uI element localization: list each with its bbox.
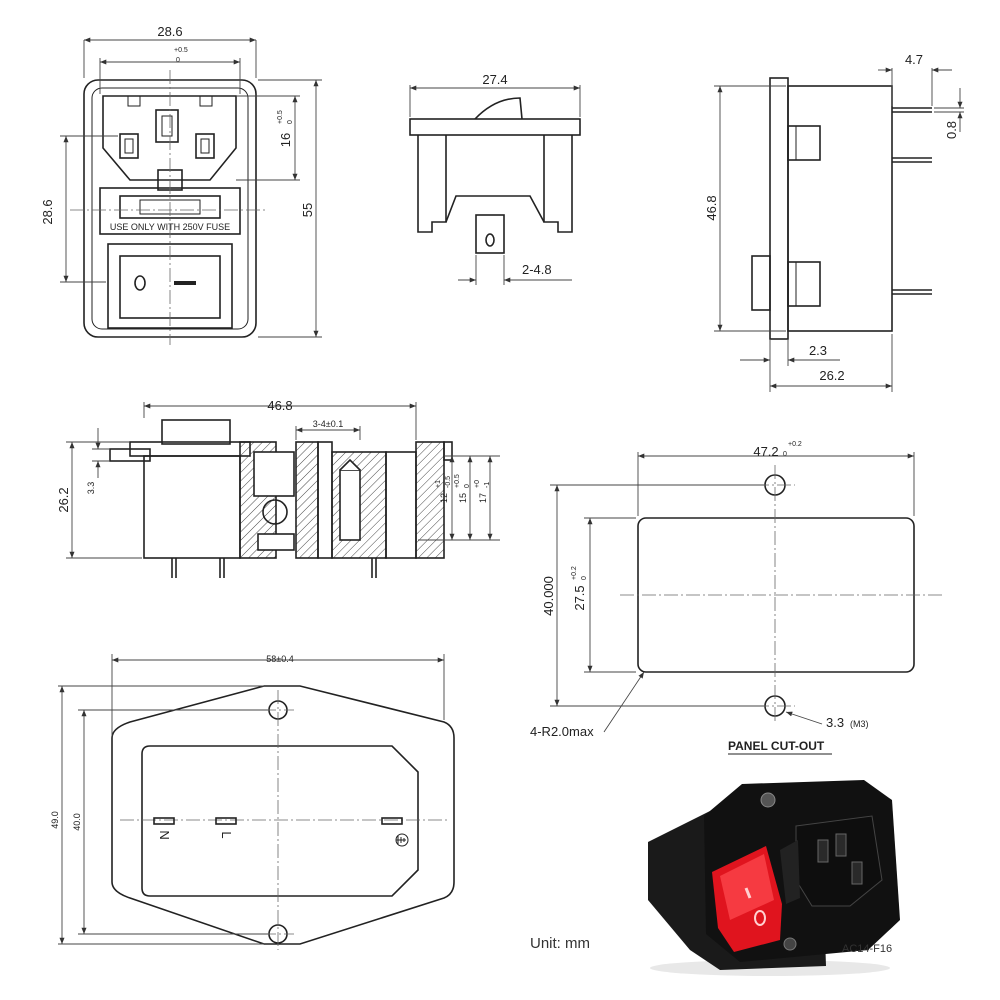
- right-view: 4.7 0.8 46.8 2.3 26.2: [704, 52, 964, 392]
- dim-flange-width: 58±0.4: [266, 654, 293, 664]
- photo-screw-top: [760, 792, 776, 808]
- label-neutral: N: [157, 830, 172, 839]
- side-body: [787, 85, 893, 332]
- dim-side-height: 46.8: [704, 195, 719, 220]
- dim-socket-height: 16: [278, 133, 293, 147]
- front-view: USE ONLY WITH 250V FUSE 28.6 +0.5 0 55 1…: [40, 24, 322, 345]
- live-pin-slot: [195, 133, 215, 159]
- label-live: L: [219, 831, 234, 838]
- dim-socket-tol-low: 0: [287, 120, 294, 124]
- section-spring: [262, 499, 288, 525]
- product-photo: [648, 780, 900, 976]
- dim-cutout-height: 40.000: [541, 576, 556, 616]
- top-flange: [409, 118, 581, 136]
- dim-section-height: 26.2: [56, 487, 71, 512]
- dim-section-17: 17: [478, 493, 488, 503]
- dim-cutout-width-tol-low: 0: [783, 451, 787, 458]
- dim-section-flange: 3.3: [86, 482, 96, 495]
- dim-top-width: 27.4: [482, 72, 507, 87]
- dim-top-terminal: 2-4.8: [522, 262, 552, 277]
- dim-cutout-width-tol: +0.2: [788, 441, 802, 448]
- dim-section-15-tol-low: 0: [464, 484, 471, 488]
- dim-front-inner-tol-low: 0: [176, 57, 180, 64]
- photo-off-mark: [754, 910, 766, 926]
- earth-pin-slot: [155, 109, 179, 143]
- dim-section-gap: 3-4±0.1: [313, 419, 343, 429]
- dim-side-flange: 2.3: [809, 343, 827, 358]
- cutout-radius-label: 4-R2.0max: [530, 724, 594, 739]
- dim-section-15: 15: [458, 493, 468, 503]
- dim-section-12-tol-low: -0.5: [445, 476, 452, 488]
- dim-section-width: 46.8: [267, 398, 292, 413]
- cutout-hole-label: 3.3: [826, 715, 844, 730]
- section-view: 46.8 3-4±0.1 26.2 3.3 12 +1 -0.5 15 +0.5…: [56, 398, 500, 578]
- cutout-title: PANEL CUT-OUT: [728, 739, 825, 753]
- dim-pin-length: 4.7: [905, 52, 923, 67]
- flange-body: [141, 745, 419, 897]
- dim-flange-outer: 49.0: [50, 811, 60, 829]
- dim-side-depth: 26.2: [819, 368, 844, 383]
- dim-section-12: 12: [439, 493, 449, 503]
- photo-on-mark: [744, 887, 752, 899]
- iec-socket: [102, 95, 237, 181]
- top-view: 27.4 2-4.8: [409, 72, 581, 285]
- dim-cutout-width: 47.2: [753, 444, 778, 459]
- off-symbol: [134, 275, 146, 291]
- dim-socket-tol: +0.5: [277, 110, 284, 124]
- flange-outline: [111, 685, 455, 945]
- top-terminal: [475, 214, 505, 254]
- rocker-switch-frame: [107, 243, 233, 329]
- dim-front-left: 28.6: [40, 199, 55, 224]
- unit-label: Unit: mm: [530, 935, 590, 952]
- dim-section-12-tol: +1: [435, 480, 442, 488]
- cutout-hole-note: (M3): [850, 719, 869, 729]
- dim-front-inner-tol: +0.5: [174, 47, 188, 54]
- dim-cutout-inner-tol: +0.2: [571, 566, 578, 580]
- flange-view: N L 58±0.4 49.0 40.0: [50, 654, 455, 950]
- panel-cutout: 47.2 +0.2 0 40.000 27.5 +0.2 0 4-R2.0max…: [530, 441, 945, 755]
- side-flange: [769, 77, 789, 340]
- photo-screw-bottom: [783, 937, 797, 951]
- dim-section-17-tol-low: -1: [484, 482, 491, 488]
- dim-cutout-inner: 27.5: [572, 585, 587, 610]
- dim-section-17-tol: +0: [474, 480, 481, 488]
- dim-section-15-tol: +0.5: [454, 474, 461, 488]
- dim-pin-thickness: 0.8: [944, 121, 959, 139]
- model-label: AC14-F16: [842, 943, 892, 955]
- top-rocker: [474, 97, 523, 120]
- dim-front-height: 55: [300, 203, 315, 217]
- dim-front-width: 28.6: [157, 24, 182, 39]
- section-rocker: [161, 419, 231, 445]
- dim-cutout-inner-tol-low: 0: [581, 576, 588, 580]
- dim-flange-inner: 40.0: [72, 813, 82, 831]
- neutral-pin-slot: [119, 133, 139, 159]
